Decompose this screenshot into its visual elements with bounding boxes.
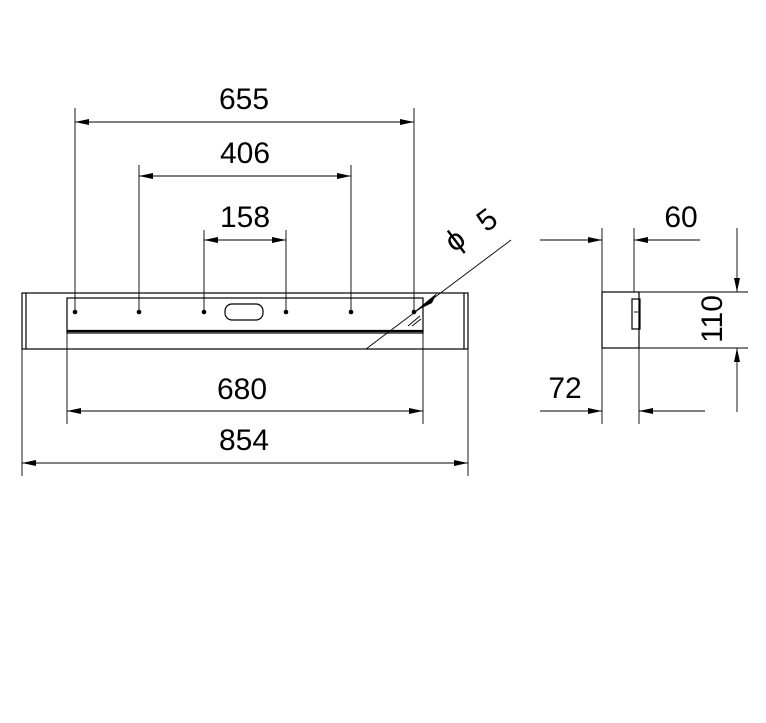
extension-lines-top <box>74 108 415 312</box>
dimension-label-110: 110 <box>696 295 729 343</box>
extension-lines-bottom <box>21 333 469 476</box>
front-view <box>21 292 469 350</box>
luminaire-body-outline <box>21 292 469 350</box>
dimension-label-72: 72 <box>548 372 581 405</box>
dimension-label-680: 680 <box>217 373 267 406</box>
hatch-line <box>407 315 421 327</box>
dimension-110: 110 <box>696 228 740 412</box>
side-bracket <box>631 298 641 330</box>
diameter-symbol: ϕ <box>439 222 472 258</box>
dimension-680: 680 <box>67 373 423 414</box>
dimension-label-158: 158 <box>220 201 270 234</box>
dimension-60: 60 <box>540 201 700 243</box>
diameter-leader: ϕ 5 <box>365 202 512 350</box>
dimension-label-854: 854 <box>219 424 269 457</box>
dimension-label-406: 406 <box>220 137 270 170</box>
dimension-854: 854 <box>22 424 468 466</box>
dimension-label-60: 60 <box>664 201 697 234</box>
dimension-655: 655 <box>75 83 414 125</box>
dimension-406: 406 <box>139 137 351 179</box>
side-body-outline <box>601 291 640 349</box>
dimension-label-655: 655 <box>219 83 269 116</box>
hatch-line <box>411 318 422 327</box>
dimension-72: 72 <box>540 372 705 414</box>
dimension-label-diameter: 5 <box>471 202 504 238</box>
dimension-158: 158 <box>204 201 286 243</box>
mounting-plate <box>66 297 424 334</box>
cable-slot <box>224 303 264 321</box>
side-view <box>601 291 641 349</box>
